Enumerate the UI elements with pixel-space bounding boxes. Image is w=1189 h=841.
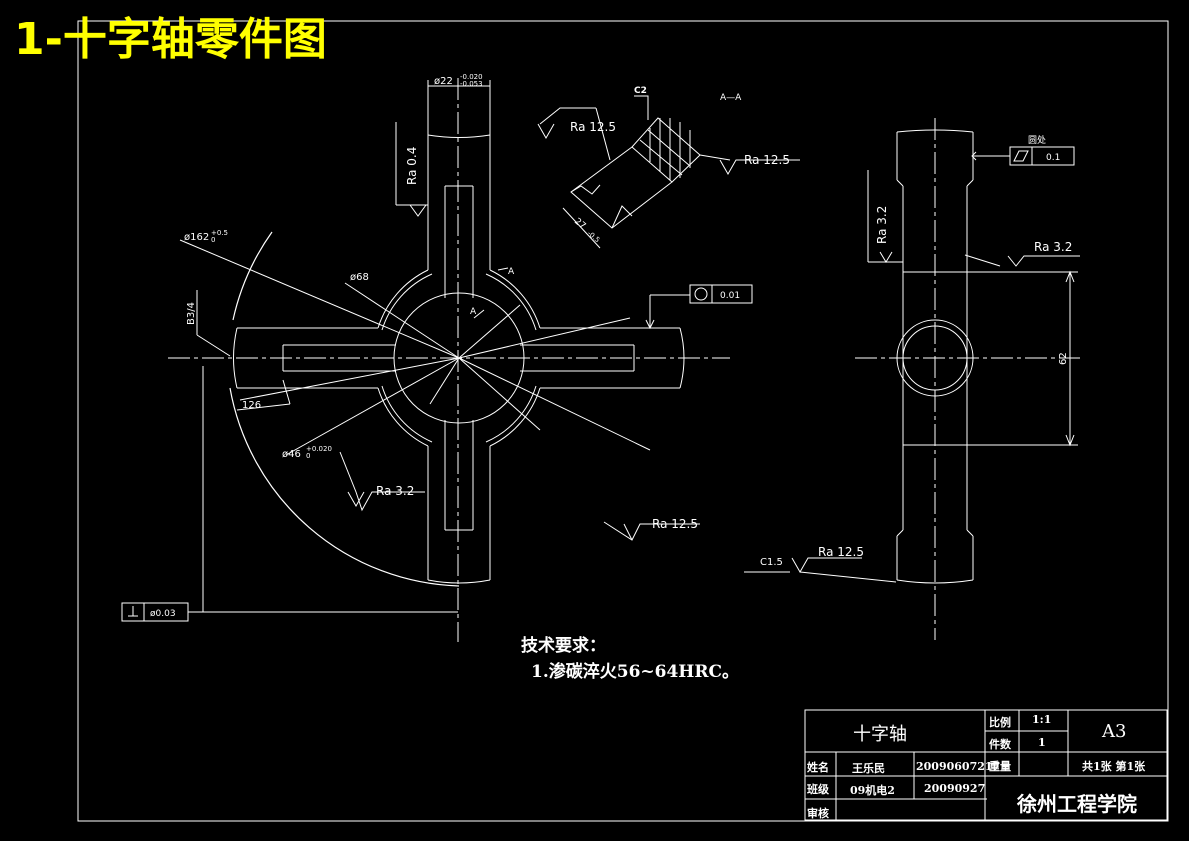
roundness-label: 圆处 [1028,134,1046,146]
class-label: 班级 [807,783,829,796]
ra-32-side-right: Ra 3.2 [1034,240,1072,254]
dia-22-label: ø22 [434,76,453,87]
side-view [744,118,1080,640]
ra-125-section-right: Ra 12.5 [744,153,790,167]
sheet-title: 1-十字轴零件图 [14,14,327,65]
review-label: 审核 [807,807,829,820]
dia-22-tol-lower: -0.053 [460,80,483,88]
dia-162-tol: +0.5 [211,229,228,237]
chamfer-c15-label: C1.5 [760,557,783,568]
b34-label: B3/4 [186,302,197,325]
tech-requirements-item: 1.渗碳淬火56~64HRC。 [531,662,740,682]
part-name: 十字轴 [853,724,907,745]
sheet-border [77,20,1169,822]
section-view [537,95,800,249]
dia-162-tol-lower: 0 [211,236,215,244]
dia-46-tol: +0.020 [306,445,332,453]
section-dim-label: 27 [572,217,587,232]
dia-68-label: ø68 [350,272,369,283]
title-block-lines [804,709,1168,821]
date-value: 20090927 [924,782,986,795]
name-label: 姓名 [807,761,829,774]
section-title: A—A [720,93,742,103]
section-marker-top: A [508,267,515,277]
qty-value: 1 [1038,736,1046,749]
school-name: 徐州工程学院 [1017,792,1137,816]
circularity-value: 0.01 [720,291,740,301]
dia-46-tol-lower: 0 [306,452,310,460]
section-dim-tol: -0.5 [586,229,602,244]
border-corner-mark [1158,20,1169,31]
chamfer-c2-label: C2 [634,86,647,96]
tech-requirements-heading: 技术要求： [521,636,606,656]
ra-125-section-left: Ra 12.5 [570,120,616,134]
front-view [121,78,753,642]
dia-46-label: ø46 [282,449,301,460]
ra-32-side-left: Ra 3.2 [875,206,889,244]
dim-62-label: 62 [1058,352,1069,365]
dim-126-label: 126 [242,400,261,411]
ra-125-front-label: Ra 12.5 [652,517,698,531]
weight-label: 重量 [989,760,1011,773]
dia-22-tol-upper: -0.020 [460,73,483,81]
perpendicularity-value: ø0.03 [150,609,176,619]
ra-32-front-label: Ra 3.2 [376,484,414,498]
student-id: 20090607217 [916,760,1001,773]
scale-value: 1:1 [1032,713,1052,726]
section-marker-inner: A [470,307,477,317]
class-value: 09机电2 [850,784,895,797]
dia-162-label: ø162 [184,232,209,243]
scale-label: 比例 [989,716,1011,729]
ra-04-label: Ra 0.4 [405,147,419,185]
name-value: 王乐民 [852,762,885,775]
ra-125-side-label: Ra 12.5 [818,545,864,559]
qty-label: 件数 [989,738,1011,751]
flatness-value: 0.1 [1046,153,1060,163]
paper-size: A3 [1102,721,1127,742]
sheet-count: 共1张 第1张 [1082,760,1146,773]
